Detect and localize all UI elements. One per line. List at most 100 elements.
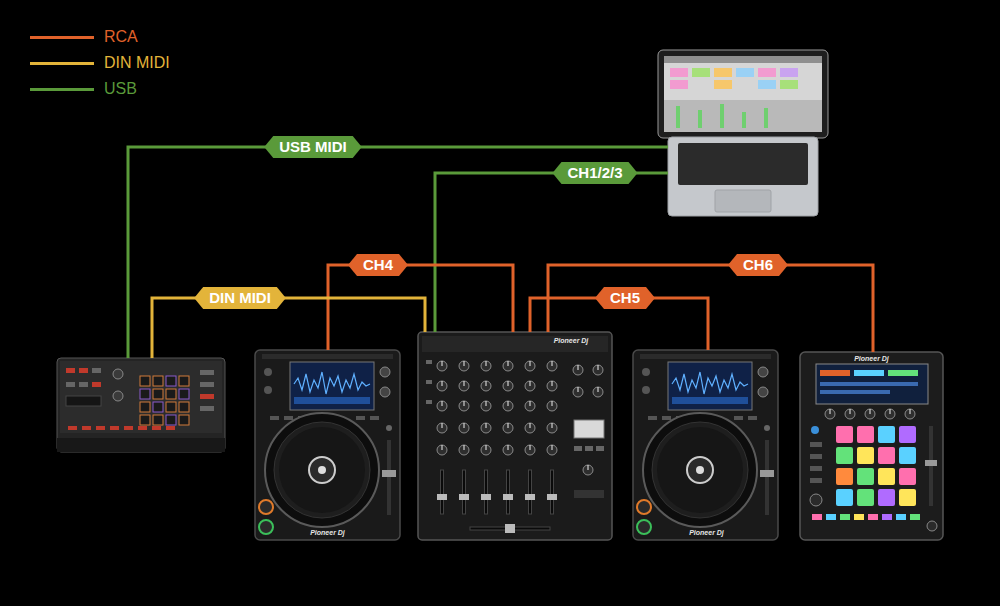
device: Pioneer Dj bbox=[633, 350, 780, 540]
laptop bbox=[658, 50, 828, 216]
app-meter bbox=[720, 104, 724, 128]
cable-label: CH4 bbox=[348, 254, 408, 276]
mixer-button bbox=[426, 360, 432, 364]
sampler-pad bbox=[899, 489, 916, 506]
sequencer-pad bbox=[153, 389, 163, 399]
sequencer-step bbox=[82, 426, 91, 430]
mixer bbox=[418, 332, 612, 540]
channel-fader bbox=[529, 470, 532, 514]
sequencer-button bbox=[79, 382, 88, 387]
sequencer-pad bbox=[166, 376, 176, 386]
sampler-step bbox=[840, 514, 850, 520]
brand-logo: Pioneer Dj bbox=[633, 529, 780, 537]
sampler-slider-cap bbox=[925, 460, 937, 466]
channel-fader bbox=[507, 470, 510, 514]
legend-swatch bbox=[30, 36, 94, 39]
sequencer-pad bbox=[153, 415, 163, 425]
legend-swatch bbox=[30, 88, 94, 91]
knob bbox=[481, 361, 491, 371]
crossfader-cap bbox=[505, 524, 515, 533]
sequencer-pad bbox=[140, 415, 150, 425]
device bbox=[668, 52, 818, 216]
sequencer-display bbox=[66, 396, 101, 406]
knob bbox=[459, 423, 469, 433]
sequencer-button bbox=[200, 370, 214, 375]
channel-fader bbox=[441, 470, 444, 514]
sequencer-step bbox=[110, 426, 119, 430]
fader-cap bbox=[459, 494, 469, 500]
sampler-pad bbox=[878, 426, 895, 443]
sampler-screen bbox=[816, 364, 928, 404]
app-clip bbox=[758, 68, 776, 77]
knob bbox=[459, 381, 469, 391]
mixer-top-strip bbox=[422, 336, 608, 352]
sequencer-pad bbox=[153, 376, 163, 386]
legend-text: DIN MIDI bbox=[104, 54, 170, 72]
legend-text: USB bbox=[104, 80, 137, 98]
sampler-button bbox=[810, 478, 822, 483]
mixer-button bbox=[585, 446, 593, 451]
device bbox=[57, 358, 225, 452]
sequencer-step bbox=[138, 426, 147, 430]
sampler-pad bbox=[878, 447, 895, 464]
knob bbox=[503, 445, 513, 455]
sampler-step bbox=[868, 514, 878, 520]
app-clip bbox=[780, 68, 798, 77]
sampler-pad bbox=[878, 489, 895, 506]
sequencer-pad bbox=[166, 402, 176, 412]
knob bbox=[459, 401, 469, 411]
app-clip bbox=[670, 80, 688, 89]
app-toolbar bbox=[664, 56, 822, 63]
knob bbox=[885, 409, 895, 419]
brand-logo: Pioneer Dj bbox=[536, 337, 606, 345]
mixer-button bbox=[426, 380, 432, 384]
sampler-pad bbox=[899, 447, 916, 464]
knob bbox=[525, 361, 535, 371]
legend-text: RCA bbox=[104, 28, 138, 46]
screen-block bbox=[888, 370, 918, 376]
mixer-button bbox=[574, 490, 604, 498]
app-clip bbox=[714, 80, 732, 89]
sampler-pad bbox=[836, 426, 853, 443]
sequencer-knob bbox=[113, 369, 123, 379]
knob bbox=[525, 381, 535, 391]
cable bbox=[328, 265, 513, 350]
app-clip bbox=[670, 68, 688, 77]
sequencer-knob bbox=[113, 391, 123, 401]
sampler-pad bbox=[899, 426, 916, 443]
fader-cap bbox=[503, 494, 513, 500]
sequencer-step bbox=[124, 426, 133, 430]
knob bbox=[481, 381, 491, 391]
sequencer-front bbox=[57, 438, 225, 452]
sequencer-pad bbox=[179, 376, 189, 386]
sequencer-pad bbox=[140, 376, 150, 386]
knob bbox=[503, 381, 513, 391]
app-clip bbox=[692, 68, 710, 77]
knob bbox=[437, 401, 447, 411]
sampler-encoder bbox=[927, 521, 937, 531]
cable bbox=[435, 173, 668, 332]
sequencer-button bbox=[200, 394, 214, 399]
sequencer-top bbox=[60, 361, 222, 433]
mixer-button bbox=[426, 400, 432, 404]
sequencer-pad bbox=[179, 415, 189, 425]
knob bbox=[525, 423, 535, 433]
knob bbox=[905, 409, 915, 419]
knob bbox=[547, 423, 557, 433]
channel-fader bbox=[551, 470, 554, 514]
knob bbox=[593, 365, 603, 375]
knob bbox=[437, 445, 447, 455]
sequencer-button bbox=[66, 382, 75, 387]
sampler-pad bbox=[899, 468, 916, 485]
knob bbox=[503, 423, 513, 433]
screen-block bbox=[820, 370, 850, 376]
knob bbox=[503, 401, 513, 411]
app-clip bbox=[758, 80, 776, 89]
app-meter bbox=[676, 106, 680, 128]
sequencer-button bbox=[200, 406, 214, 411]
sampler-button bbox=[810, 442, 822, 447]
app-clip bbox=[736, 68, 754, 77]
brand-logo: Pioneer Dj bbox=[255, 529, 400, 537]
cable-label: CH1/2/3 bbox=[552, 162, 637, 184]
